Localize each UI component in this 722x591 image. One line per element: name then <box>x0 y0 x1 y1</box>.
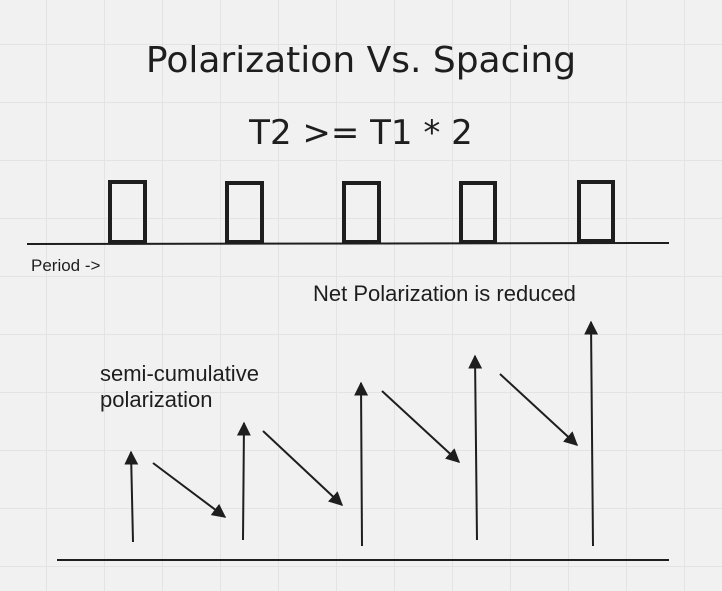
diagram-title: Polarization Vs. Spacing <box>145 40 577 81</box>
decay-arrows <box>152 373 579 518</box>
semi-cumulative-label: semi-cumulative polarization <box>100 361 259 412</box>
net-polarization-label: Net Polarization is reduced <box>313 281 576 306</box>
formula-label: T2 >= T1 * 2 <box>249 113 473 153</box>
polarization-arrows <box>124 320 599 547</box>
pulse <box>577 180 615 243</box>
polarization-arrow <box>124 450 139 543</box>
pulse-group <box>108 180 615 244</box>
decay-arrow <box>499 373 579 446</box>
pulse <box>108 180 147 244</box>
pulse <box>342 181 381 244</box>
decay-arrow <box>262 430 344 506</box>
pulse <box>459 181 497 244</box>
period-axis-label: Period -> <box>31 256 101 275</box>
polarization-arrow <box>354 381 369 547</box>
pulse <box>225 181 264 244</box>
polarization-arrow <box>584 320 599 547</box>
decay-arrow <box>152 462 227 518</box>
polarization-arrow <box>236 421 251 541</box>
decay-arrow <box>381 390 461 463</box>
polarization-arrow <box>468 354 483 541</box>
